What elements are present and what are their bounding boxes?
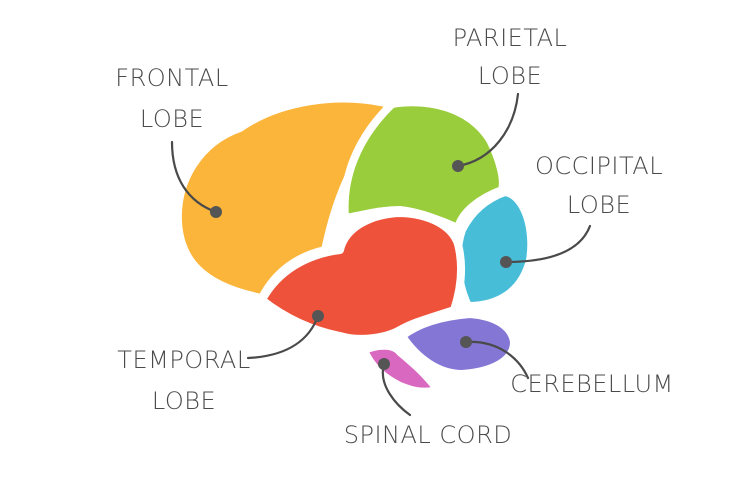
frontal-dot bbox=[210, 206, 222, 218]
parietal-label-line1: PARIETAL bbox=[453, 24, 568, 52]
occipital-leader-line bbox=[504, 224, 592, 264]
temporal-lobe-region bbox=[258, 209, 465, 343]
frontal-label-line2: LOBE bbox=[140, 105, 204, 133]
parietal-dot bbox=[452, 160, 464, 172]
cerebellum-label: CEREBELLUM bbox=[510, 370, 673, 398]
cerebellum-leader-line bbox=[464, 340, 530, 380]
frontal-leader-line bbox=[170, 140, 218, 214]
occipital-label-line2: LOBE bbox=[567, 191, 631, 219]
occipital-lobe-region bbox=[453, 188, 536, 310]
parietal-lobe-region bbox=[340, 98, 507, 232]
occipital-label-line1: OCCIPITAL bbox=[535, 152, 663, 180]
temporal-dot bbox=[312, 310, 324, 322]
frontal-lobe-region bbox=[173, 94, 394, 302]
temporal-label-line1: TEMPORAL bbox=[117, 346, 250, 374]
temporal-leader-line bbox=[246, 314, 320, 360]
cerebellum-dot bbox=[460, 336, 472, 348]
parietal-leader-line bbox=[456, 92, 520, 168]
spinal-dot bbox=[378, 358, 390, 370]
frontal-label-line1: FRONTAL bbox=[115, 64, 228, 92]
temporal-label-line2: LOBE bbox=[152, 387, 216, 415]
parietal-label-line2: LOBE bbox=[478, 62, 542, 90]
spinal-cord-region bbox=[360, 341, 442, 396]
spinal-cord-label: SPINAL CORD bbox=[344, 421, 512, 449]
cerebellum-region bbox=[398, 310, 518, 378]
occipital-dot bbox=[500, 256, 512, 268]
